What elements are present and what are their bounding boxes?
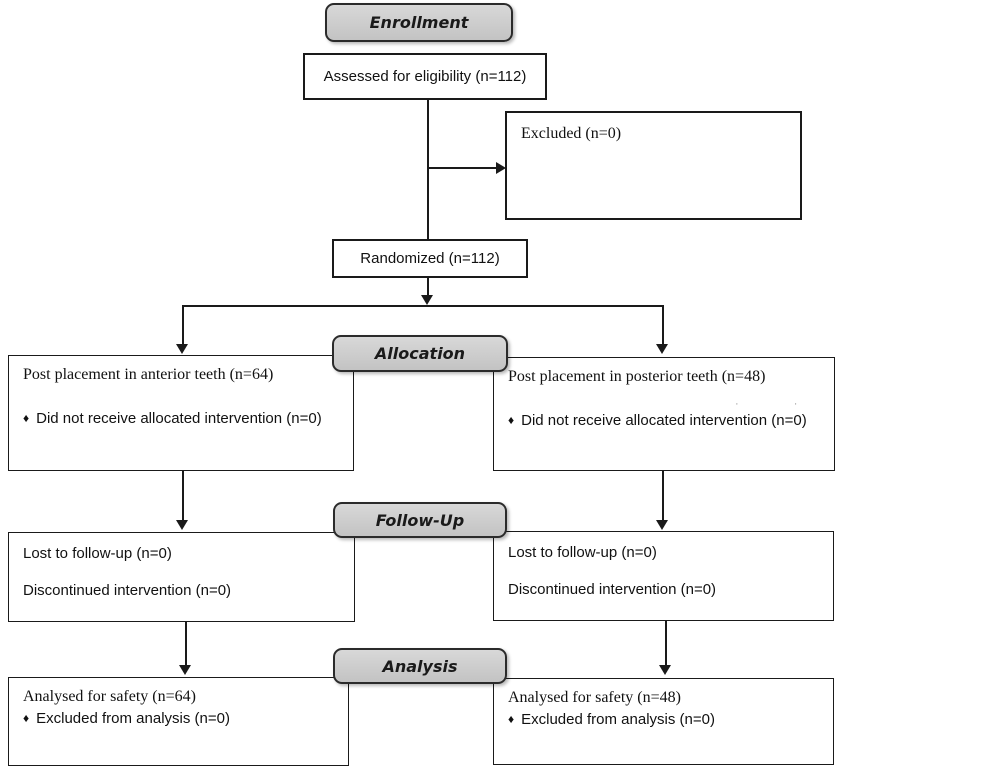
diamond-bullet-icon: ♦ (508, 712, 515, 726)
allocation-right-artifact-dots: · · (735, 398, 824, 410)
arrow-down-allocation-right-icon (656, 344, 668, 354)
arrow-down-analysis-right-icon (659, 665, 671, 675)
analysis-right-title: Analysed for safety (n=48) (508, 689, 681, 706)
diamond-bullet-icon: ♦ (23, 411, 30, 425)
excluded-box: Excluded (n=0) (505, 111, 802, 220)
connector-splitter-left (182, 305, 184, 345)
allocation-left-box: Post placement in anterior teeth (n=64) … (8, 355, 354, 471)
splitter-line (182, 305, 664, 307)
followup-right-line1: Lost to follow-up (n=0) (508, 544, 657, 561)
connector-randomized-down (427, 278, 429, 298)
allocation-left-title: Post placement in anterior teeth (n=64) (23, 366, 274, 383)
excluded-label: Excluded (n=0) (521, 125, 622, 142)
diamond-bullet-icon: ♦ (508, 413, 515, 427)
randomized-label: Randomized (n=112) (360, 250, 500, 267)
arrow-down-followup-left-icon (176, 520, 188, 530)
arrow-down-splitter-icon (421, 295, 433, 305)
followup-right-box: Lost to follow-up (n=0) Discontinued int… (493, 531, 834, 621)
followup-left-line2: Discontinued intervention (n=0) (23, 582, 232, 599)
followup-left-line1: Lost to follow-up (n=0) (23, 545, 172, 562)
connector-to-excluded (428, 167, 497, 169)
enrollment-header-label: Enrollment (369, 13, 469, 32)
connector-splitter-right (662, 305, 664, 345)
followup-left-box: Lost to follow-up (n=0) Discontinued int… (8, 532, 355, 622)
allocation-header: Allocation (332, 335, 508, 372)
followup-header: Follow-Up (333, 502, 507, 538)
allocation-right-title: Post placement in posterior teeth (n=48) (508, 368, 766, 385)
enrollment-header: Enrollment (325, 3, 513, 42)
arrow-down-followup-right-icon (656, 520, 668, 530)
allocation-header-label: Allocation (374, 344, 466, 363)
analysis-right-box: Analysed for safety (n=48) ♦ Excluded fro… (493, 678, 834, 765)
analysis-right-bullet-line: ♦ Excluded from analysis (n=0) (508, 711, 821, 728)
analysis-right-bullet-text: Excluded from analysis (n=0) (521, 711, 715, 728)
analysis-header: Analysis (333, 648, 507, 684)
randomized-box: Randomized (n=112) (332, 239, 528, 278)
assessed-label: Assessed for eligibility (n=112) (323, 68, 527, 85)
analysis-left-bullet-line: ♦ Excluded from analysis (n=0) (23, 710, 336, 727)
analysis-left-box: Analysed for safety (n=64) ♦ Excluded fro… (8, 677, 349, 766)
allocation-left-bullet-line: ♦ Did not receive allocated intervention … (23, 410, 341, 427)
connector-assessed-to-randomized (427, 100, 429, 239)
connector-allocation-to-followup-left (182, 471, 184, 521)
allocation-left-bullet-text: Did not receive allocated intervention (… (36, 410, 322, 427)
analysis-left-bullet-text: Excluded from analysis (n=0) (36, 710, 230, 727)
allocation-right-bullet-line: ♦ Did not receive allocated intervention … (508, 412, 822, 429)
followup-header-label: Follow-Up (375, 510, 465, 530)
arrow-right-excluded-icon (496, 162, 506, 174)
analysis-header-label: Analysis (382, 656, 458, 676)
followup-right-line2: Discontinued intervention (n=0) (508, 581, 717, 598)
connector-allocation-to-followup-right (662, 471, 664, 521)
arrow-down-analysis-left-icon (179, 665, 191, 675)
diamond-bullet-icon: ♦ (23, 711, 30, 725)
allocation-right-box: Post placement in posterior teeth (n=48)… (493, 357, 835, 471)
arrow-down-allocation-left-icon (176, 344, 188, 354)
analysis-left-title: Analysed for safety (n=64) (23, 688, 196, 705)
connector-followup-to-analysis-right (665, 621, 667, 666)
allocation-right-bullet-text: Did not receive allocated intervention (… (521, 412, 807, 429)
assessed-box: Assessed for eligibility (n=112) (303, 53, 547, 100)
connector-followup-to-analysis-left (185, 622, 187, 666)
